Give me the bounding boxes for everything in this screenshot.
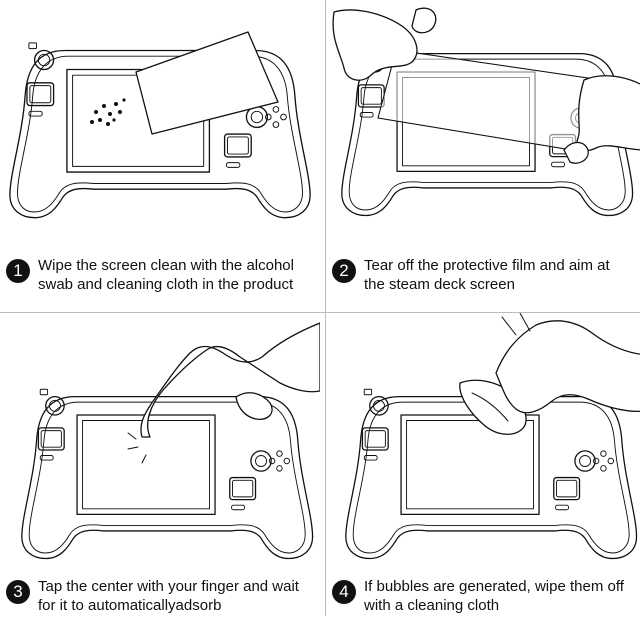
step-2-number: 2 <box>332 259 356 283</box>
step-1-panel: 1 Wipe the screen clean with the alcohol… <box>0 0 320 306</box>
step-4-text: If bubbles are generated, wipe them off … <box>364 578 624 614</box>
step-1-text: Wipe the screen clean with the alcohol s… <box>38 257 294 293</box>
step-3-text: Tap the center with your finger and wait… <box>38 578 299 614</box>
step-2-panel: 2 Tear off the protective film and aim a… <box>326 0 640 306</box>
step-4-panel: 4 If bubbles are generated, wipe them of… <box>326 313 640 619</box>
step-1-caption: 1 Wipe the screen clean with the alcohol… <box>0 256 312 294</box>
step-4-number: 4 <box>332 580 356 604</box>
vertical-divider <box>325 0 326 616</box>
step-4-illustration <box>345 313 640 560</box>
step-4-caption: 4 If bubbles are generated, wipe them of… <box>326 577 638 615</box>
step-3-panel: 3 Tap the center with your finger and wa… <box>0 313 320 619</box>
step-3-illustration <box>21 322 320 560</box>
step-3-number: 3 <box>6 580 30 604</box>
step-1-number: 1 <box>6 259 30 283</box>
step-2-text: Tear off the protective film and aim at … <box>364 257 610 293</box>
horizontal-divider <box>0 312 640 313</box>
step-1-illustration <box>9 31 311 219</box>
step-2-caption: 2 Tear off the protective film and aim a… <box>326 256 638 294</box>
step-2-illustration <box>332 7 640 217</box>
step-3-caption: 3 Tap the center with your finger and wa… <box>0 577 312 615</box>
